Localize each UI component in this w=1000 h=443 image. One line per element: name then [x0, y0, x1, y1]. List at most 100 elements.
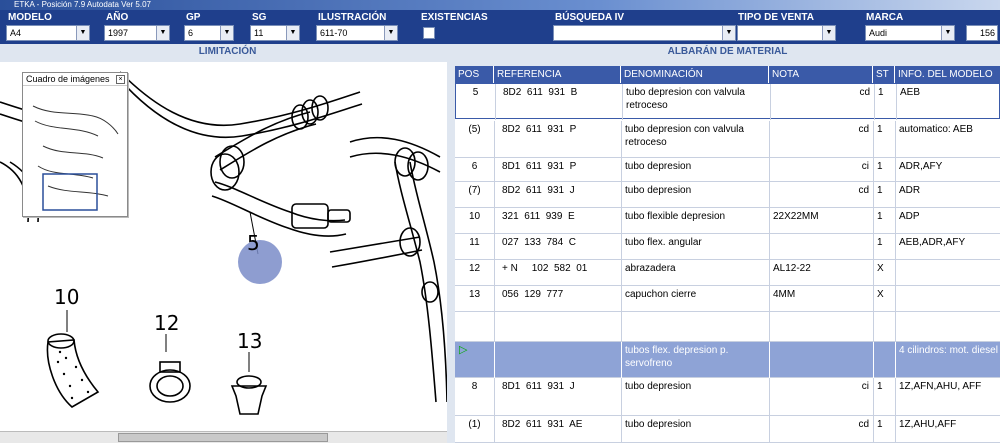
sg-select[interactable]: 11 ▼ [250, 25, 300, 41]
cell-ref: 8D1 611 931 P [502, 161, 577, 172]
cell-st: 1 [877, 124, 883, 135]
tipo-venta-select[interactable]: ▼ [737, 25, 836, 41]
parts-table: POS REFERENCIA DENOMINACIÓN NOTA ST INFO… [455, 66, 1000, 443]
gp-select[interactable]: 6 ▼ [184, 25, 234, 41]
chevron-down-icon[interactable]: ▼ [76, 26, 89, 40]
tipo-venta-label: TIPO DE VENTA [738, 12, 814, 23]
illustration-pane[interactable]: 5 10 12 13 Cuadro de imágenes × [0, 62, 447, 443]
cell-nota: 22X22MM [773, 211, 819, 222]
chevron-down-icon[interactable]: ▼ [722, 26, 735, 40]
cell-info: ADR,AFY [899, 161, 943, 172]
cell-side: cd [858, 419, 869, 430]
busqueda-select[interactable]: ▼ [553, 25, 736, 41]
cell-ref: 027 133 784 C [502, 237, 576, 248]
marca-value: Audi [869, 28, 888, 38]
chevron-down-icon[interactable]: ▼ [384, 26, 397, 40]
cell-side: cd [858, 124, 869, 135]
chevron-down-icon[interactable]: ▼ [822, 26, 835, 40]
window-title: ETKA - Posición 7.9 Autodata Ver 5.07 [0, 0, 1000, 10]
cell-pos: 5 [472, 87, 479, 98]
cell-den: tubos flex. depresion p. servofreno [625, 345, 729, 369]
albaran-section-title: ALBARÁN DE MATERIAL [455, 44, 1000, 60]
horizontal-scrollbar[interactable] [0, 431, 447, 443]
cell-den: tubo flex. angular [625, 237, 702, 248]
cell-side [845, 312, 873, 314]
close-icon[interactable]: × [116, 75, 125, 84]
cell-pos: 11 [469, 237, 480, 248]
cell-st: 1 [877, 237, 883, 248]
cell-info: AEB [900, 87, 921, 98]
cell-nota [769, 234, 845, 236]
existencias-label: EXISTENCIAS [421, 12, 488, 23]
cell-den: tubo depresion [625, 185, 692, 196]
cell-ref [498, 342, 621, 344]
cell-pos: 8 [471, 381, 478, 392]
chevron-down-icon[interactable]: ▼ [156, 26, 169, 40]
ano-select[interactable]: 1997 ▼ [104, 25, 170, 41]
busqueda-label: BÚSQUEDA IV [555, 12, 625, 23]
cell-ref: 8D2 611 931 B [503, 87, 578, 98]
cell-st: 1 [877, 211, 883, 222]
thumbnail-window[interactable]: Cuadro de imágenes × [22, 72, 128, 217]
cell-ref: 056 129 777 [502, 289, 564, 300]
cell-den: tubo depresion con valvula retroceso [625, 124, 744, 148]
modelo-value: A4 [10, 28, 22, 38]
cell-ref: 8D2 611 931 J [502, 185, 575, 196]
col-st[interactable]: ST [873, 66, 895, 83]
cell-nota [769, 182, 845, 184]
chevron-down-icon[interactable]: ▼ [941, 26, 954, 40]
limitacion-section-title: LIMITACIÓN [0, 44, 455, 60]
thumbnail-title-text: Cuadro de imágenes [26, 74, 110, 84]
gp-label: GP [186, 12, 201, 23]
diagram-label-10: 10 [54, 285, 79, 309]
thumbnail-title: Cuadro de imágenes × [23, 73, 127, 86]
sg-label: SG [252, 12, 267, 23]
ilustracion-select[interactable]: 611-70 ▼ [316, 25, 398, 41]
col-denominacion[interactable]: DENOMINACIÓN [621, 66, 769, 83]
cell-den: tubo depresion [625, 381, 692, 392]
scrollbar-thumb[interactable] [118, 433, 328, 442]
cell-side [845, 260, 873, 262]
group-expand-icon[interactable]: ▷ [459, 344, 468, 356]
cell-den: abrazadera [625, 263, 676, 274]
cell-pos: 10 [468, 211, 481, 222]
cell-ref: 321 611 939 E [502, 211, 575, 222]
table-header: POS REFERENCIA DENOMINACIÓN NOTA ST INFO… [455, 66, 1000, 83]
cell-st [873, 342, 895, 344]
cell-ref: + N 102 582 01 [502, 263, 588, 274]
chevron-down-icon[interactable]: ▼ [286, 26, 299, 40]
cell-st: 1 [877, 161, 883, 172]
cell-side: ci [861, 161, 869, 172]
marca-label: MARCA [866, 12, 904, 23]
col-info-modelo[interactable]: INFO. DEL MODELO [898, 69, 993, 80]
col-nota[interactable]: NOTA [769, 66, 873, 83]
col-pos[interactable]: POS [455, 66, 494, 83]
thumbnail-preview[interactable] [23, 86, 127, 216]
cell-nota [769, 342, 845, 344]
existencias-checkbox[interactable] [423, 27, 435, 39]
table-row[interactable] [455, 312, 1000, 342]
marca-select[interactable]: Audi ▼ [865, 25, 955, 41]
diagram-label-13: 13 [237, 329, 262, 353]
gp-value: 6 [188, 28, 194, 38]
modelo-select[interactable]: A4 ▼ [6, 25, 90, 41]
filter-bar: MODELO A4 ▼ AÑO 1997 ▼ GP 6 ▼ SG 11 ▼ IL… [0, 10, 1000, 44]
cell-info [895, 286, 1000, 288]
cell-side: cd [858, 185, 869, 196]
cell-side [845, 342, 873, 344]
col-referencia[interactable]: REFERENCIA [494, 66, 621, 83]
cell-pos: 13 [468, 289, 481, 300]
cell-side [845, 286, 873, 288]
chevron-down-icon[interactable]: ▼ [220, 26, 233, 40]
